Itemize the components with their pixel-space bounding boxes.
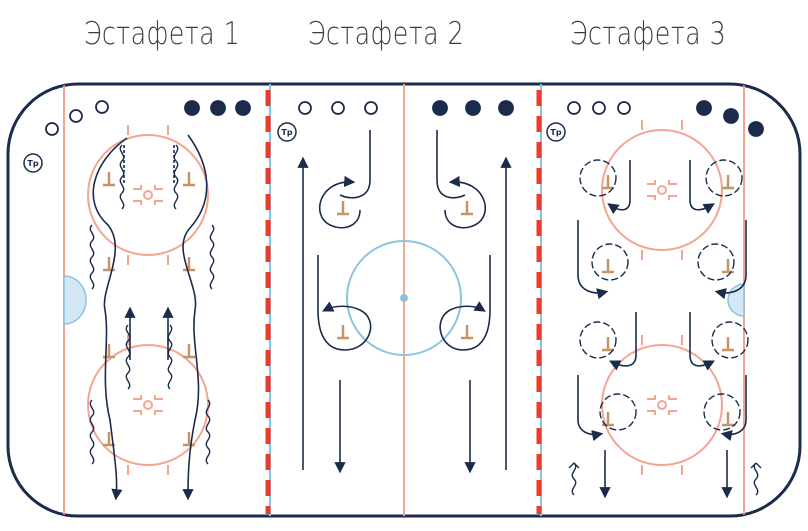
crossover-path [119, 144, 125, 210]
player-marker [602, 175, 614, 190]
skate-path-arrow [689, 160, 715, 214]
relay-3-loops [568, 159, 762, 496]
player-marker [722, 175, 734, 190]
player-marker [337, 201, 349, 216]
skate-path-arrow [577, 375, 604, 442]
crossover-path [167, 324, 173, 390]
loop-path [579, 321, 617, 359]
player-marker [722, 412, 734, 427]
relay-2-title: Эстафета 2 [307, 16, 465, 52]
faceoff-circle-2 [87, 335, 209, 475]
relay-3-title: Эстафета 3 [569, 16, 727, 52]
skate-path-arrow [720, 375, 747, 442]
skate-path-arrow [439, 255, 491, 351]
player-marker [461, 325, 473, 340]
coach-label: Тр [27, 159, 38, 168]
skate-path-arrow [608, 312, 637, 371]
skate-path-arrow [714, 220, 747, 300]
player-marker [461, 201, 473, 216]
player-marker [183, 172, 195, 187]
loop-path [697, 243, 735, 281]
crossover-path [568, 462, 580, 496]
coach-markers: Тр Тр Тр [23, 122, 566, 173]
loop-path [703, 393, 741, 431]
center-circle [346, 240, 462, 356]
player-marker [103, 257, 115, 272]
player-marker [103, 172, 115, 187]
coach-label: Тр [281, 128, 292, 137]
loop-path [711, 321, 749, 359]
skate-path-arrow [319, 175, 361, 229]
crossover-path [89, 399, 95, 465]
rink [6, 82, 802, 518]
relay-1-crossovers [89, 144, 215, 465]
player-marker [602, 337, 614, 352]
relay-2-paths [297, 130, 512, 474]
coach-label: Тр [550, 128, 561, 137]
player-marker [722, 259, 734, 274]
crossover-path [209, 224, 215, 290]
player-marker [183, 344, 195, 359]
player-markers [103, 172, 734, 447]
goal-crease-left [63, 275, 87, 325]
crossover-path [89, 224, 95, 290]
relay-3-paths [577, 160, 747, 499]
skate-path-arrow [607, 160, 631, 215]
relay-1-title: Эстафета 1 [83, 16, 241, 52]
crossover-path [205, 399, 211, 465]
coach-marker: Тр [23, 153, 43, 173]
loop-path [599, 393, 637, 431]
loop-path [591, 243, 629, 281]
skate-path-arrow [436, 130, 466, 199]
player-marker [602, 412, 614, 427]
skate-path-arrow [444, 175, 486, 229]
player-marker [183, 257, 195, 272]
crossover-path [125, 324, 131, 390]
player-marker [183, 432, 195, 447]
skate-path-arrow [182, 134, 208, 501]
loop-path [579, 159, 617, 197]
player-marker [337, 325, 349, 340]
faceoff-circle-3 [601, 120, 723, 260]
loop-path [705, 159, 743, 197]
crossover-path [750, 462, 762, 496]
pucks [45, 100, 764, 137]
coach-marker: Тр [277, 122, 297, 142]
crossover-path [173, 144, 179, 210]
player-marker [722, 337, 734, 352]
skate-path-arrow [339, 130, 371, 199]
player-marker [602, 259, 614, 274]
skate-path-arrow [577, 220, 609, 300]
skate-path-arrow [689, 312, 716, 371]
center-dot [400, 294, 408, 302]
faceoff-circle-1 [87, 125, 209, 265]
skate-path-arrow [92, 137, 128, 501]
skate-path-arrow [317, 255, 372, 351]
coach-marker: Тр [546, 122, 566, 142]
